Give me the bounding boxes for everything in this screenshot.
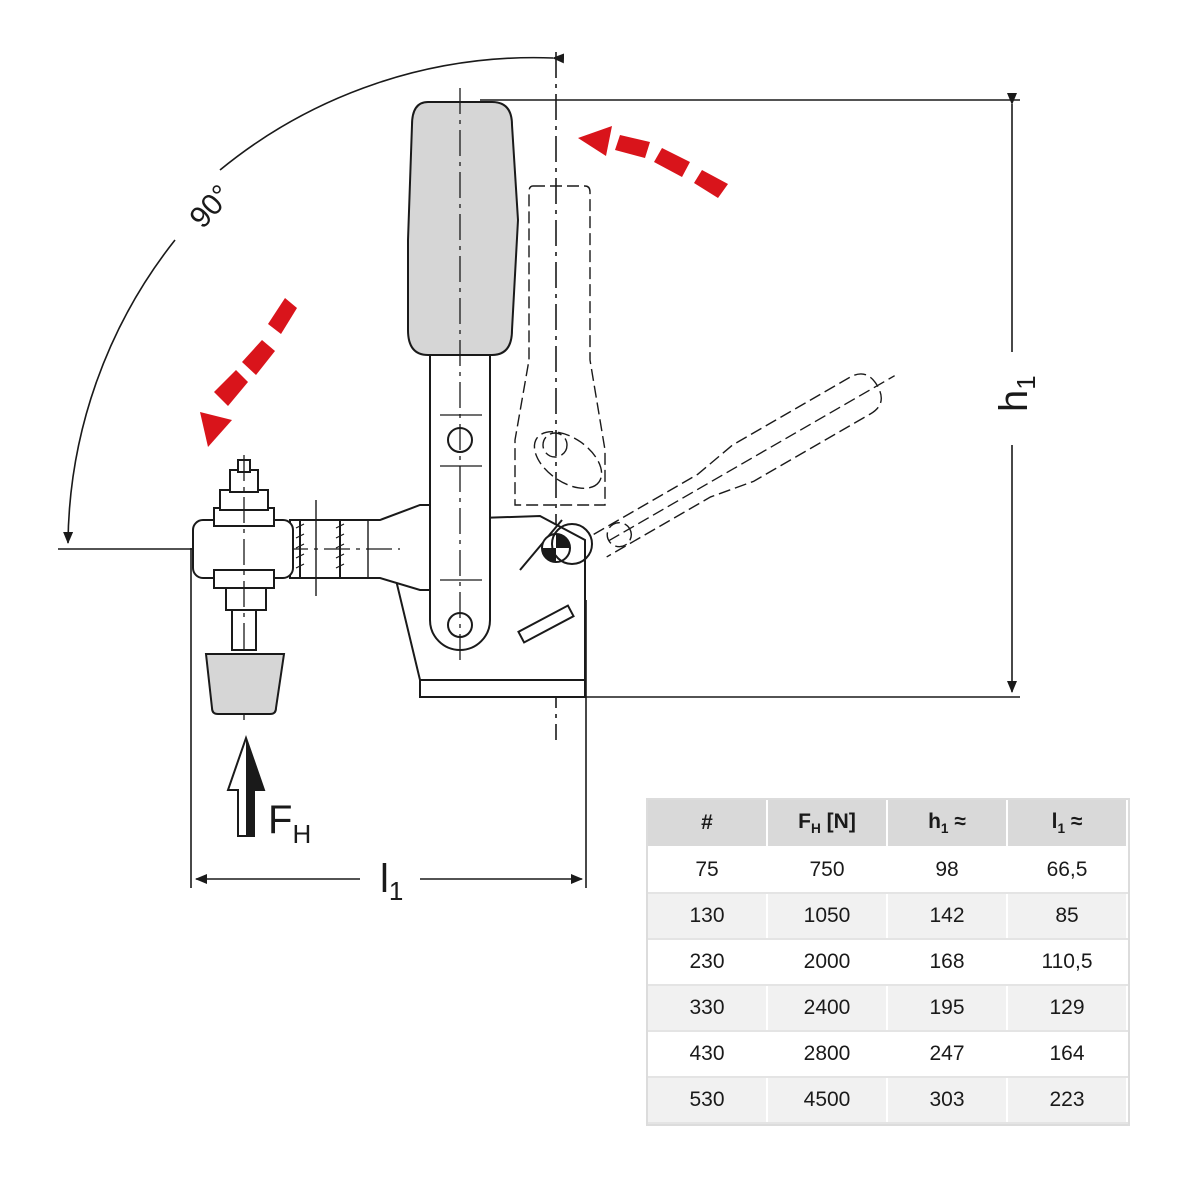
clamping-arm bbox=[240, 500, 471, 596]
table-cell: 129 bbox=[1007, 985, 1128, 1032]
table-cell: 303 bbox=[887, 1077, 1008, 1124]
ghost-handle-upright bbox=[514, 185, 606, 506]
table-cell: 66,5 bbox=[1007, 847, 1128, 894]
table-cell: 750 bbox=[767, 847, 888, 894]
header-height: h1 ≈ bbox=[887, 800, 1008, 848]
table-cell: 85 bbox=[1007, 893, 1128, 940]
force-label: FH bbox=[268, 798, 311, 849]
handle-grip bbox=[407, 101, 520, 356]
table-cell: 110,5 bbox=[1007, 939, 1128, 986]
table-cell: 142 bbox=[887, 893, 1008, 940]
header-number: # bbox=[648, 800, 768, 848]
red-arrow-top bbox=[578, 126, 728, 198]
table-cell: 230 bbox=[648, 939, 768, 986]
table-cell: 330 bbox=[648, 985, 768, 1032]
table-cell: 1050 bbox=[767, 893, 888, 940]
table-row: 430 2800 247 164 bbox=[648, 1031, 1128, 1078]
table-row: 75 750 98 66,5 bbox=[648, 847, 1128, 894]
table-cell: 223 bbox=[1007, 1077, 1128, 1124]
table-cell: 247 bbox=[887, 1031, 1008, 1078]
table-row: 130 1050 142 85 bbox=[648, 893, 1128, 940]
ghost-handle-tilted bbox=[593, 373, 895, 558]
specification-table: # FH [N] h1 ≈ l1 ≈ 75 750 98 66,5 130 10… bbox=[646, 798, 1130, 1126]
table-cell: 98 bbox=[887, 847, 1008, 894]
h1-dimension bbox=[480, 93, 1020, 698]
table-cell: 2400 bbox=[767, 985, 888, 1032]
pivot-mark bbox=[541, 523, 593, 565]
spindle-holder bbox=[192, 459, 294, 651]
force-arrow bbox=[226, 734, 266, 837]
angle-arc bbox=[58, 52, 565, 740]
table-cell: 164 bbox=[1007, 1031, 1128, 1078]
header-length: l1 ≈ bbox=[1007, 800, 1128, 848]
table-row: 530 4500 303 223 bbox=[648, 1077, 1128, 1124]
table-header-row: # FH [N] h1 ≈ l1 ≈ bbox=[648, 800, 1128, 848]
header-force: FH [N] bbox=[767, 800, 888, 848]
l1-label: l1 bbox=[380, 857, 403, 906]
red-arrow-left bbox=[200, 298, 297, 447]
table-cell: 75 bbox=[648, 847, 768, 894]
angle-label: 90° bbox=[183, 179, 238, 235]
table-cell: 4500 bbox=[767, 1077, 888, 1124]
table-row: 330 2400 195 129 bbox=[648, 985, 1128, 1032]
table-cell: 130 bbox=[648, 893, 768, 940]
pressure-pad bbox=[204, 653, 286, 715]
table-cell: 430 bbox=[648, 1031, 768, 1078]
table-cell: 195 bbox=[887, 985, 1008, 1032]
h1-label: h1 bbox=[992, 375, 1041, 412]
arm-hatch bbox=[295, 523, 345, 569]
table-cell: 530 bbox=[648, 1077, 768, 1124]
table-cell: 168 bbox=[887, 939, 1008, 986]
table-cell: 2000 bbox=[767, 939, 888, 986]
table-cell: 2800 bbox=[767, 1031, 888, 1078]
table-row: 230 2000 168 110,5 bbox=[648, 939, 1128, 986]
